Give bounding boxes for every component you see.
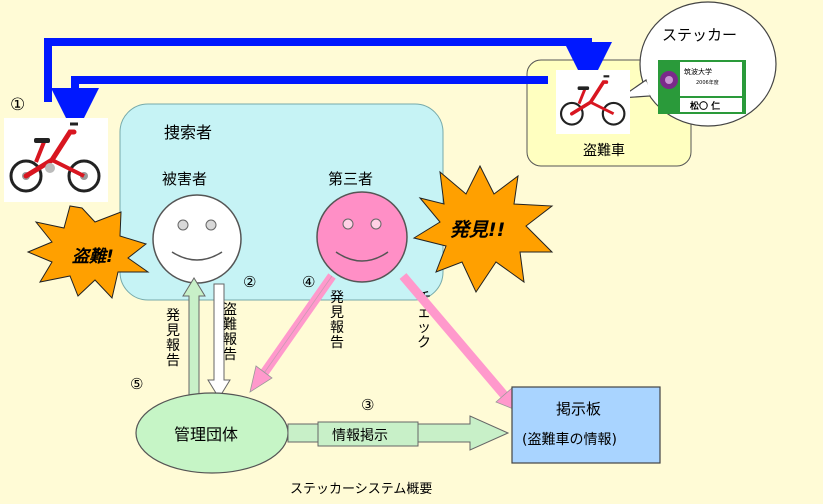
victim-bicycle <box>4 118 108 202</box>
third-party-label: 第三者 <box>328 170 373 188</box>
theft-burst-label: 盗難! <box>72 247 114 267</box>
found-report-third-text: 発見報告 <box>330 290 344 351</box>
bicycle-icon <box>9 122 101 193</box>
bulletin-board <box>511 386 661 464</box>
sticker-year: 2006年度 <box>696 79 719 86</box>
info-post-arrow: 情報掲示 <box>287 415 510 451</box>
stolen-bike-label: 盗難車 <box>583 142 625 159</box>
info-post-label: 情報掲示 <box>332 428 388 444</box>
management-label: 管理団体 <box>174 425 238 444</box>
victim-label: 被害者 <box>162 170 207 188</box>
step-1-marker: ① <box>10 95 25 115</box>
bulletin-board-subtitle: (盗難車の情報) <box>522 431 617 448</box>
svg-text:盗難報告: 盗難報告 <box>223 302 237 363</box>
victim-face <box>152 194 242 284</box>
stolen-bicycle <box>556 70 630 134</box>
university-crest-icon <box>660 71 678 89</box>
theft-report-text: 盗難報告 <box>223 302 237 363</box>
diagram-caption: ステッカーシステム概要 <box>290 482 432 497</box>
found-report-arrow-up <box>182 277 206 401</box>
bulletin-board-title: 掲示板 <box>556 400 601 418</box>
sticker-bubble: ステッカー 筑波大学 2006年度 松〇 仁 <box>617 1 777 127</box>
blue-arrow-return <box>51 76 548 136</box>
step-3-marker: ③ <box>361 396 374 414</box>
searcher-group-label: 捜索者 <box>164 123 212 142</box>
step-5-marker: ⑤ <box>130 375 143 393</box>
svg-text:発見報告: 発見報告 <box>166 308 180 369</box>
theft-report-arrow <box>207 283 231 399</box>
svg-text:発見報告: 発見報告 <box>330 290 344 351</box>
third-party-face <box>316 191 408 283</box>
bicycle-icon <box>559 75 626 126</box>
step-2-marker: ② <box>243 273 256 291</box>
step-4-marker: ④ <box>302 273 315 291</box>
found-report-victim-text: 発見報告 <box>166 308 180 369</box>
smiley-face-icon <box>335 218 389 262</box>
found-burst-label: 発見!! <box>450 219 505 241</box>
sticker-name: 松〇 仁 <box>690 100 720 112</box>
theft-burst: 盗難! <box>26 205 150 300</box>
sticker-card: 筑波大学 2006年度 松〇 仁 <box>658 60 746 114</box>
sticker-university: 筑波大学 <box>684 67 712 76</box>
smiley-face-icon <box>171 219 223 261</box>
sticker-title: ステッカー <box>662 26 737 44</box>
blue-arrow-top <box>44 38 612 102</box>
found-burst: 発見!! <box>412 164 554 294</box>
third-to-management-arrow <box>249 273 336 393</box>
